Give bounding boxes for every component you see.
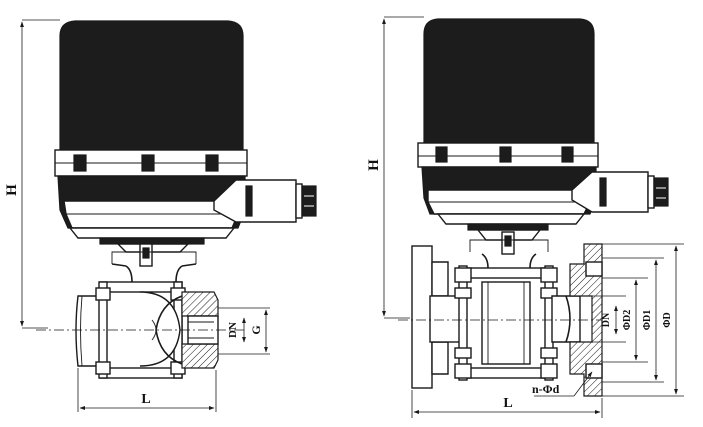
right-d1-label: ΦD1: [642, 310, 653, 331]
left-length-label: L: [141, 392, 150, 407]
right-dn-label: DN: [601, 312, 612, 327]
right-cable-gland: [571, 171, 669, 213]
left-valve-view: [20, 19, 317, 412]
left-dn-label: DN: [227, 322, 239, 338]
left-thread-label: G: [249, 325, 263, 334]
right-height-label: H: [366, 159, 382, 171]
right-d2-label: ΦD2: [622, 310, 633, 331]
right-valve-body: [454, 265, 558, 381]
left-cable-gland: [213, 179, 317, 223]
right-valve-view: [382, 16, 684, 418]
right-right-flange: [551, 243, 603, 397]
right-length-label: L: [503, 396, 512, 411]
right-bolt-holes-label: n-Φd: [532, 382, 560, 396]
left-actuator-cover: [59, 20, 244, 151]
right-left-flange: [411, 245, 461, 389]
right-actuator-cover: [423, 18, 595, 144]
right-d-label: ΦD: [662, 312, 673, 328]
left-height-label: H: [4, 184, 20, 196]
